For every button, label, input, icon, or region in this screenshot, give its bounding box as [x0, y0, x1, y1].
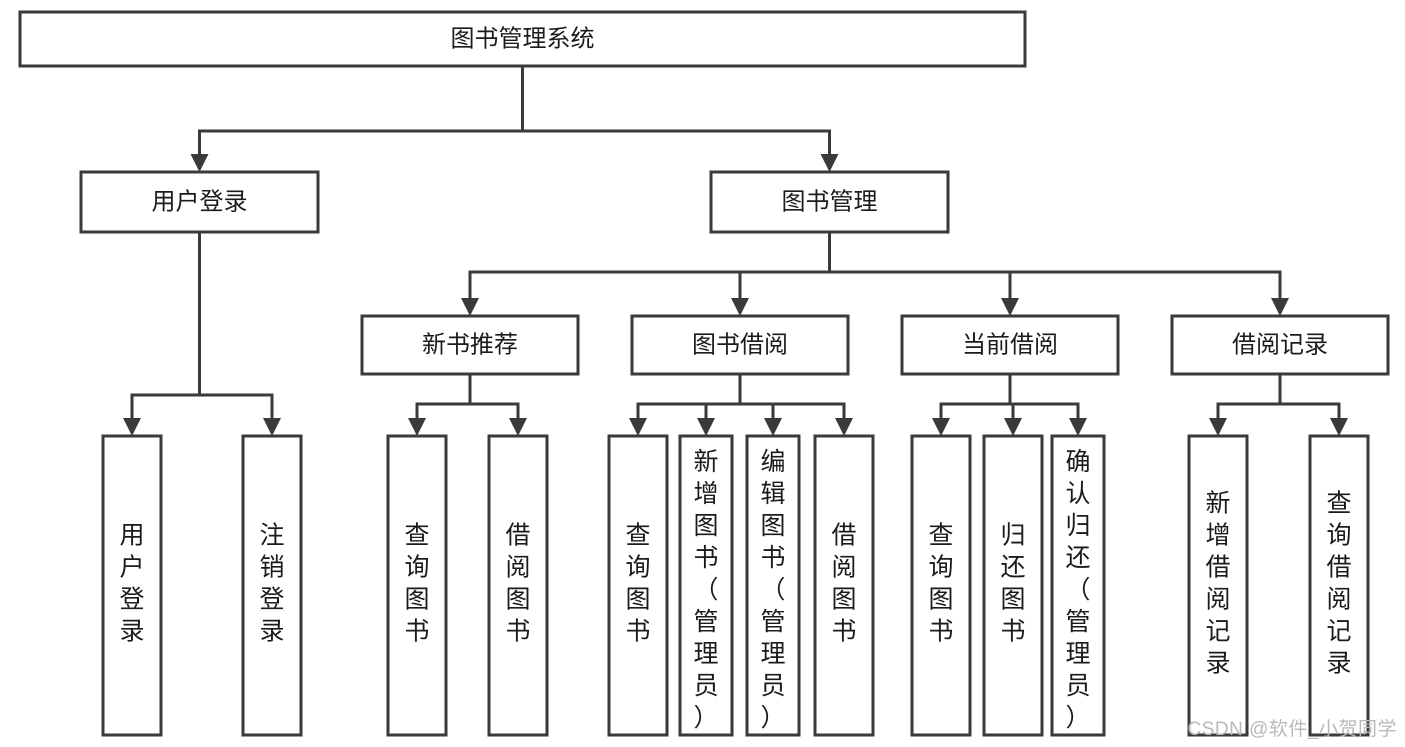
node-box-current-borrow — [900, 314, 1120, 376]
node-current-borrow[interactable]: 当前借阅 — [900, 314, 1120, 376]
node-label-leaf-user-logout: 注销登录 — [259, 522, 284, 646]
arrow-head-icon — [408, 418, 426, 436]
connector-user-login-to-leaves — [123, 230, 281, 436]
connector-new-book-recommend-to-leaves — [408, 372, 527, 436]
node-leaf-user-login[interactable]: 用户登录 — [101, 434, 163, 737]
arrow-head-icon — [731, 298, 749, 316]
node-box-leaf-add-borrow-record — [1187, 434, 1249, 737]
node-label-leaf-edit-book-admin: 编辑图书（管理员） — [760, 448, 785, 732]
node-box-book-management — [709, 170, 950, 234]
node-box-leaf-return-book — [982, 434, 1044, 737]
node-box-leaf-edit-book-admin — [745, 434, 801, 737]
node-label-leaf-query-book-current: 查询图书 — [928, 522, 953, 646]
node-leaf-return-book[interactable]: 归还图书 — [982, 434, 1044, 737]
arrow-head-icon — [932, 418, 950, 436]
node-box-leaf-query-book-recommend — [386, 434, 448, 737]
node-label-root: 图书管理系统 — [451, 25, 595, 52]
node-label-leaf-confirm-return-admin: 确认归还（管理员） — [1065, 448, 1090, 732]
arrow-head-icon — [1209, 418, 1227, 436]
arrow-head-icon — [835, 418, 853, 436]
arrow-head-icon — [764, 418, 782, 436]
node-label-leaf-borrow-book-recommend: 借阅图书 — [505, 522, 530, 646]
node-box-leaf-user-login — [101, 434, 163, 737]
csdn-watermark: CSDN @软件_小贺同学 — [1187, 719, 1397, 740]
node-box-leaf-query-book-current — [910, 434, 972, 737]
arrow-head-icon — [1271, 298, 1289, 316]
node-leaf-edit-book-admin[interactable]: 编辑图书（管理员） — [745, 434, 801, 737]
node-box-borrow-record — [1170, 314, 1390, 376]
arrow-head-icon — [263, 418, 281, 436]
node-label-borrow-record: 借阅记录 — [1232, 331, 1328, 358]
node-label-leaf-query-book-borrow: 查询图书 — [625, 522, 650, 646]
node-leaf-query-book-current[interactable]: 查询图书 — [910, 434, 972, 737]
arrow-head-icon — [629, 418, 647, 436]
arrow-head-icon — [190, 154, 209, 172]
node-box-leaf-borrow-book-recommend — [487, 434, 549, 737]
node-box-leaf-borrow-book — [813, 434, 875, 737]
arrow-head-icon — [1330, 418, 1348, 436]
arrow-head-icon — [1069, 418, 1087, 436]
connector-book-borrow-to-leaves — [629, 372, 853, 436]
node-box-root — [18, 10, 1027, 68]
connectors-layer — [123, 64, 1348, 436]
node-box-leaf-add-book-admin — [678, 434, 734, 737]
connector-book-management-to-level2 — [461, 230, 1289, 316]
node-box-leaf-user-logout — [241, 434, 303, 737]
arrow-head-icon — [697, 418, 715, 436]
node-box-leaf-confirm-return-admin — [1050, 434, 1106, 737]
node-label-leaf-borrow-book: 借阅图书 — [831, 522, 856, 646]
connector-current-borrow-to-leaves — [932, 372, 1087, 436]
node-leaf-query-book-borrow[interactable]: 查询图书 — [607, 434, 669, 737]
node-label-book-borrow: 图书借阅 — [692, 331, 788, 358]
node-label-new-book-recommend: 新书推荐 — [422, 331, 518, 358]
node-box-leaf-query-book-borrow — [607, 434, 669, 737]
node-new-book-recommend[interactable]: 新书推荐 — [360, 314, 580, 376]
arrow-head-icon — [1004, 418, 1022, 436]
node-leaf-query-book-recommend[interactable]: 查询图书 — [386, 434, 448, 737]
node-root[interactable]: 图书管理系统 — [18, 10, 1027, 68]
node-leaf-borrow-book[interactable]: 借阅图书 — [813, 434, 875, 737]
arrow-head-icon — [509, 418, 527, 436]
node-label-leaf-user-login: 用户登录 — [119, 522, 144, 646]
node-label-current-borrow: 当前借阅 — [962, 331, 1058, 358]
node-label-leaf-return-book: 归还图书 — [1000, 522, 1025, 646]
node-label-user-login: 用户登录 — [152, 188, 248, 215]
node-label-leaf-query-book-recommend: 查询图书 — [404, 522, 429, 646]
node-leaf-query-borrow-record[interactable]: 查询借阅记录 — [1308, 434, 1370, 737]
node-leaf-confirm-return-admin[interactable]: 确认归还（管理员） — [1050, 434, 1106, 737]
node-book-management[interactable]: 图书管理 — [709, 170, 950, 234]
node-label-book-management: 图书管理 — [782, 188, 878, 215]
connector-borrow-record-to-leaves — [1209, 372, 1348, 436]
node-book-borrow[interactable]: 图书借阅 — [630, 314, 850, 376]
node-borrow-record[interactable]: 借阅记录 — [1170, 314, 1390, 376]
node-leaf-add-book-admin[interactable]: 新增图书（管理员） — [678, 434, 734, 737]
arrow-head-icon — [461, 298, 479, 316]
connector-root-to-level1 — [190, 64, 839, 172]
node-label-leaf-add-borrow-record: 新增借阅记录 — [1205, 490, 1230, 678]
node-leaf-user-logout[interactable]: 注销登录 — [241, 434, 303, 737]
arrow-head-icon — [820, 154, 839, 172]
node-box-leaf-query-borrow-record — [1308, 434, 1370, 737]
nodes-layer: 图书管理系统用户登录图书管理新书推荐图书借阅当前借阅借阅记录用户登录注销登录查询… — [18, 10, 1390, 737]
node-box-book-borrow — [630, 314, 850, 376]
node-label-leaf-query-borrow-record: 查询借阅记录 — [1326, 490, 1351, 678]
arrow-head-icon — [1001, 298, 1019, 316]
node-user-login[interactable]: 用户登录 — [79, 170, 320, 234]
node-box-user-login — [79, 170, 320, 234]
node-leaf-borrow-book-recommend[interactable]: 借阅图书 — [487, 434, 549, 737]
arrow-head-icon — [123, 418, 141, 436]
node-leaf-add-borrow-record[interactable]: 新增借阅记录 — [1187, 434, 1249, 737]
node-label-leaf-add-book-admin: 新增图书（管理员） — [693, 448, 718, 732]
node-box-new-book-recommend — [360, 314, 580, 376]
